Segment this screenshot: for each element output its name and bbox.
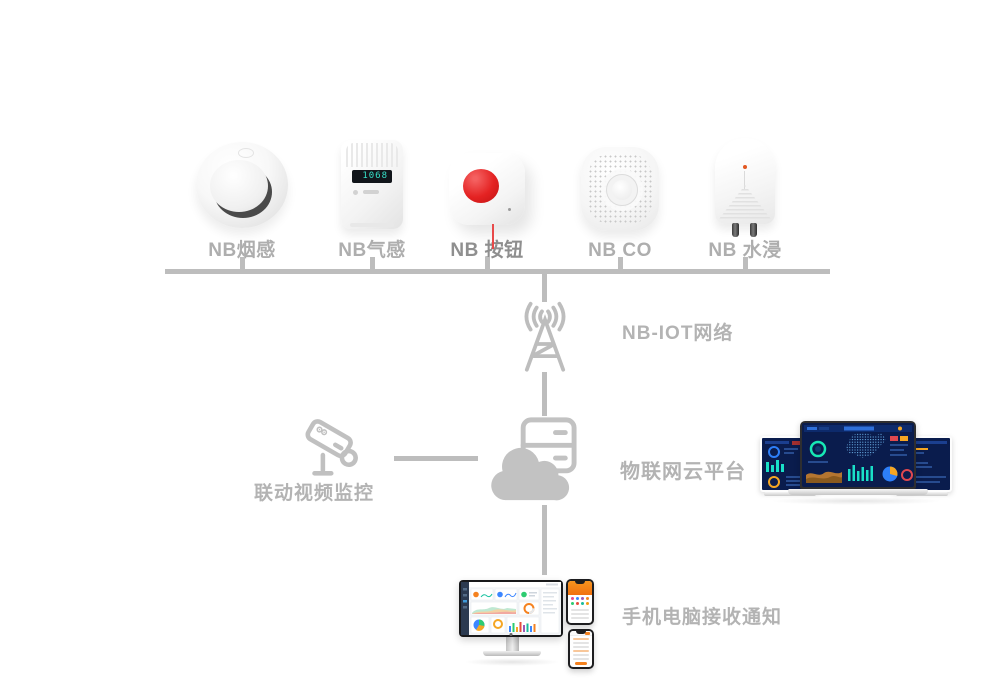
connector-video-to-cloud [394,456,478,461]
device-smoke-sensor: NB烟感 [192,140,292,262]
device-bus-line [165,269,830,274]
phone-notification-app [566,579,594,625]
cctv-camera-icon [305,419,358,476]
apple-logo [509,633,513,636]
connector-bus-to-network [542,274,547,302]
smoke-detector-icon [194,140,290,229]
dashboard-laptops [760,421,952,507]
network-label: NB-IOT网络 [622,323,734,344]
device-gas-sensor: 1068 NB气感 [338,140,406,262]
video-monitoring-label: 联动视频监控 [254,483,375,504]
bus-tick-gas [370,257,375,271]
cloud-server-icon [491,417,577,501]
phone-notch [575,581,585,584]
device-co-detector: NB CO [580,144,660,262]
water-leak-sensor-icon [713,138,777,237]
phone-notch [576,631,586,634]
laptop-base [788,489,928,495]
device-water-leak-sensor: NB 水浸 [708,138,781,262]
bus-tick-smoke [240,257,245,271]
gas-sensor-icon: 1068 [340,140,404,229]
red-button [463,169,499,203]
radio-tower-icon [524,301,566,372]
desktop-screen [459,580,563,637]
phone-app-icon-grid [568,595,592,607]
device-label-co: NB CO [588,240,652,261]
bus-tick-button [485,257,490,271]
bus-tick-water [743,257,748,271]
desktop-computer [459,580,565,666]
desktop-stand-neck [505,637,519,651]
device-emergency-button: NB 按钮 [448,142,526,262]
emergency-button-icon [448,151,526,249]
cloud-shape [491,447,570,501]
notification-label: 手机电脑接收通知 [622,607,783,628]
co-detector-icon [580,146,660,234]
desktop-stand-base [483,651,541,656]
phone-app-header [568,581,592,595]
connector-network-to-cloud [542,372,547,416]
gas-sensor-display: 1068 [352,170,392,183]
device-label-water: NB 水浸 [708,240,782,261]
phone-alert-list-app [568,629,594,669]
pull-string [492,224,494,249]
dashboard-laptop-center [800,421,916,489]
device-label-smoke: NB烟感 [208,240,276,261]
bus-tick-co [618,257,623,271]
connector-cloud-to-endpoints [542,505,547,575]
cloud-platform-label: 物联网云平台 [620,461,746,483]
device-label-button: NB 按钮 [450,240,524,261]
device-label-gas: NB气感 [338,240,406,261]
